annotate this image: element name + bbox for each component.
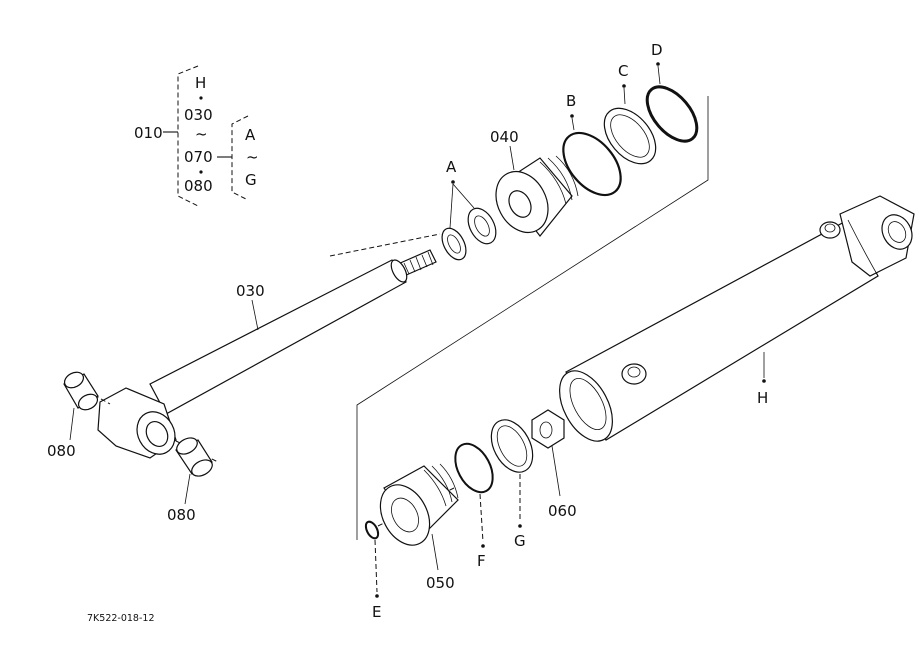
legend-sub-a: A bbox=[245, 126, 256, 144]
label-gland: 040 bbox=[490, 128, 519, 146]
ring-g: G bbox=[490, 419, 534, 550]
label-seal-c: C bbox=[618, 62, 628, 80]
assembly-outline bbox=[356, 96, 709, 540]
ring-b: B bbox=[562, 92, 622, 197]
label-seal-f: F bbox=[477, 552, 486, 570]
bushing-top: 080 bbox=[47, 371, 111, 460]
cylinder-tube: H bbox=[559, 195, 915, 442]
bushing-bottom: 080 bbox=[167, 437, 219, 524]
piston-rod: 030 bbox=[97, 233, 441, 459]
gland: 040 bbox=[490, 128, 579, 237]
legend-tilde: ~ bbox=[195, 125, 208, 143]
label-seal-d: D bbox=[651, 41, 663, 59]
seal-a-group: A bbox=[441, 158, 497, 261]
diagram-id: 7K522-018-12 bbox=[87, 613, 154, 624]
legend: 010 H 030 ~ 070 080 A ~ G bbox=[134, 65, 259, 207]
label-seal-g: G bbox=[514, 532, 526, 550]
label-bushing-bottom: 080 bbox=[167, 506, 196, 524]
legend-sub-g: G bbox=[245, 171, 257, 189]
label-bushing-top: 080 bbox=[47, 442, 76, 460]
legend-sub-tilde: ~ bbox=[246, 148, 259, 166]
label-piston: 050 bbox=[426, 574, 455, 592]
label-seal-e: E bbox=[372, 603, 381, 621]
label-tube: H bbox=[757, 389, 768, 407]
nut: 060 bbox=[531, 409, 577, 520]
piston: 050 bbox=[377, 463, 459, 592]
ring-c: C bbox=[603, 62, 657, 165]
label-seal-a: A bbox=[446, 158, 457, 176]
ring-f: F bbox=[454, 442, 494, 570]
legend-range-top: H bbox=[195, 74, 206, 92]
legend-item-080: 080 bbox=[184, 177, 213, 195]
label-nut: 060 bbox=[548, 502, 577, 520]
label-rod: 030 bbox=[236, 282, 265, 300]
legend-item-070: 070 bbox=[184, 148, 213, 166]
label-seal-b: B bbox=[566, 92, 576, 110]
ring-e: E bbox=[364, 520, 381, 621]
legend-item-030: 030 bbox=[184, 106, 213, 124]
legend-main-code: 010 bbox=[134, 124, 163, 142]
ring-d: D bbox=[645, 41, 699, 143]
